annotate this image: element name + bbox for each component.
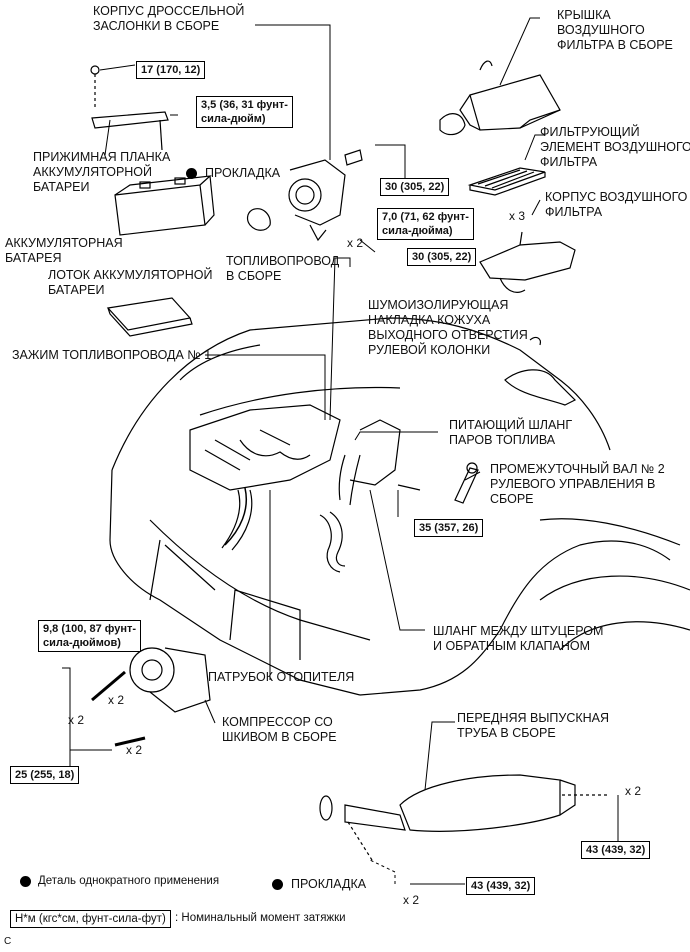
gasket-top-drawing <box>246 208 271 231</box>
filter-element-drawing <box>467 167 546 196</box>
battery-drawing <box>114 175 215 236</box>
intermediate-shaft-drawing <box>397 462 479 504</box>
legend-torque-units: Н*м (кгс*см, фунт-сила-фут) <box>10 910 171 928</box>
torque-35: 35 (357, 26) <box>414 519 484 537</box>
multiplier-x3: x 3 <box>509 209 526 223</box>
torque-30-b: 30 (305, 22) <box>407 248 477 266</box>
legend-non-reusable-text: Деталь однократного применения <box>38 875 220 887</box>
label-fuel-tube: ТОПЛИВОПРОВОД В СБОРЕ <box>226 254 340 283</box>
label-battery-tray: ЛОТОК АККУМУЛЯТОРНОЙ БАТАРЕИ <box>48 268 213 297</box>
label-fuel-clamp: ЗАЖИМ ТОПЛИВОПРОВОДА № 1 <box>12 348 212 362</box>
label-battery: АККУМУЛЯТОРНАЯ БАТАРЕЯ <box>5 236 123 265</box>
label-throttle-body: КОРПУС ДРОССЕЛЬНОЙ ЗАСЛОНКИ В СБОРЕ <box>93 4 245 33</box>
label-steering-cover: ШУМОИЗОЛИРУЮЩАЯ НАКЛАДКА КОЖУХА ВЫХОДНОГ… <box>368 298 528 357</box>
label-compressor: КОМПРЕССОР СО ШКИВОМ В СБОРЕ <box>222 715 337 744</box>
heater-hose-shape <box>221 489 253 551</box>
label-air-cleaner-case: КОРПУС ВОЗДУШНОГО ФИЛЬТРА <box>545 190 688 219</box>
legend-non-reusable-dot <box>20 876 31 887</box>
exhaust-pipe-drawing <box>319 774 576 832</box>
label-battery-clamp: ПРИЖИМНАЯ ПЛАНКА АККУМУЛЯТОРНОЙ БАТАРЕИ <box>33 150 171 194</box>
engine-bay <box>189 404 401 506</box>
label-heater-pipe: ПАТРУБОК ОТОПИТЕЛЯ <box>208 670 355 684</box>
legend-torque-desc: : Номинальный момент затяжки <box>175 912 346 924</box>
heater-hose-left <box>224 487 247 546</box>
battery-tray-drawing <box>106 297 193 337</box>
leader-lines <box>62 17 619 885</box>
vehicle-outline <box>109 317 690 696</box>
multiplier-x2-bottom: x 2 <box>403 893 420 907</box>
multiplier-x2-compressor-2: x 2 <box>68 713 85 727</box>
multiplier-x2-compressor-3: x 2 <box>126 743 143 757</box>
label-intermediate-shaft: ПРОМЕЖУТОЧНЫЙ ВАЛ № 2 РУЛЕВОГО УПРАВЛЕНИ… <box>490 462 665 506</box>
non-reusable-dot-top <box>186 168 197 179</box>
air-cleaner-cap-drawing <box>439 60 561 136</box>
label-exhaust-pipe: ПЕРЕДНЯЯ ВЫПУСКНАЯ ТРУБА В СБОРЕ <box>457 711 610 740</box>
label-air-cleaner-cap: КРЫШКА ВОЗДУШНОГО ФИЛЬТРА В СБОРЕ <box>557 8 673 52</box>
throttle-body-drawing <box>288 149 363 242</box>
label-filter-element: ФИЛЬТРУЮЩИЙ ЭЛЕМЕНТ ВОЗДУШНОГО ФИЛЬТРА <box>540 125 690 169</box>
torque-30-a: 30 (305, 22) <box>380 178 450 196</box>
torque-3-5: 3,5 (36, 31 фунт- сила-дюйм) <box>196 96 293 128</box>
torque-43-b: 43 (439, 32) <box>466 877 536 895</box>
battery-clamp-drawing <box>90 65 169 151</box>
multiplier-x2-exhaust: x 2 <box>625 784 642 798</box>
air-cleaner-case-drawing <box>479 231 576 293</box>
corner-mark: C <box>4 936 12 947</box>
label-gasket-bottom: ПРОКЛАДКА <box>291 877 367 891</box>
compressor-drawing <box>91 647 211 747</box>
torque-17: 17 (170, 12) <box>136 61 206 79</box>
torque-7-0: 7,0 (71, 62 фунт- сила-дюйма) <box>377 208 474 240</box>
label-union-hose: ШЛАНГ МЕЖДУ ШТУЦЕРОМ И ОБРАТНЫМ КЛАПАНОМ <box>433 624 604 653</box>
center-hose <box>319 511 346 573</box>
multiplier-x2-throttle: x 2 <box>347 236 364 250</box>
dashed-line-exhaust <box>347 794 610 861</box>
multiplier-x2-compressor-1: x 2 <box>108 693 125 707</box>
label-vapor-hose: ПИТАЮЩИЙ ШЛАНГ ПАРОВ ТОПЛИВА <box>449 418 573 447</box>
torque-43-a: 43 (439, 32) <box>581 841 651 859</box>
torque-25: 25 (255, 18) <box>10 766 80 784</box>
steering-cover-drawing <box>504 336 577 406</box>
torque-9-8: 9,8 (100, 87 фунт- сила-дюймов) <box>38 620 142 652</box>
non-reusable-dot-bottom <box>272 879 283 890</box>
label-gasket-top: ПРОКЛАДКА <box>205 166 281 180</box>
